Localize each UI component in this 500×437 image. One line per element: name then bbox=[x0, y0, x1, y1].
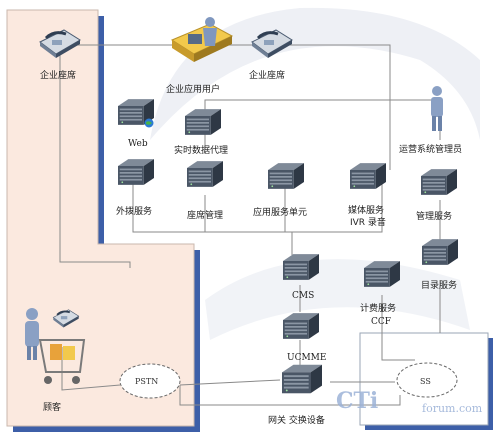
directory-server-icon bbox=[422, 239, 458, 265]
label-ivr-recording: IVR 录音 bbox=[350, 216, 386, 228]
label-ops-admin: 运营系统管理员 bbox=[399, 143, 462, 155]
label-management-service: 管理服务 bbox=[416, 210, 452, 222]
web-server-icon bbox=[118, 99, 154, 128]
label-realtime-proxy: 实时数据代理 bbox=[174, 144, 228, 156]
label-customer: 顾客 bbox=[43, 401, 61, 413]
admin-person-icon bbox=[431, 86, 443, 131]
label-app-service-unit: 应用服务单元 bbox=[253, 206, 307, 218]
outbound-server-icon bbox=[118, 159, 154, 185]
watermark-sub: forum.com bbox=[422, 402, 483, 415]
label-ss: SS bbox=[420, 377, 431, 386]
user-at-desk-icon bbox=[170, 17, 234, 62]
label-billing-service: 计费服务 bbox=[360, 302, 396, 314]
label-ccf: CCF bbox=[371, 317, 391, 327]
background-swoosh-2 bbox=[205, 259, 470, 340]
pstn-cloud-icon bbox=[119, 363, 181, 399]
label-pstn: PSTN bbox=[135, 377, 158, 386]
ss-cloud-icon bbox=[396, 362, 458, 398]
connectors bbox=[59, 44, 441, 406]
customer-icon bbox=[25, 308, 86, 384]
gateway-server-icon bbox=[282, 364, 322, 394]
label-enterprise-seat-left: 企业座席 bbox=[40, 69, 76, 81]
label-enterprise-seat-right: 企业座席 bbox=[249, 69, 285, 81]
management-server-icon bbox=[421, 169, 457, 195]
label-gateway-switch: 网关 交换设备 bbox=[268, 414, 325, 426]
customer-zone bbox=[6, 9, 195, 427]
media-service-server-icon bbox=[350, 163, 386, 189]
realtime-proxy-server-icon bbox=[185, 109, 221, 135]
app-service-server-icon bbox=[268, 163, 304, 189]
label-media-service: 媒体服务 bbox=[348, 204, 384, 216]
label-directory-service: 目录服务 bbox=[421, 279, 457, 291]
background-swoosh bbox=[150, 7, 480, 141]
cms-server-icon bbox=[283, 254, 319, 280]
label-enterprise-app-user: 企业应用用户 bbox=[166, 83, 220, 95]
label-seat-management: 座席管理 bbox=[187, 209, 223, 221]
label-cms: CMS bbox=[292, 291, 314, 301]
watermark-logo: CTi bbox=[336, 388, 378, 414]
billing-server-icon bbox=[364, 261, 400, 287]
seat-management-server-icon bbox=[187, 161, 223, 187]
label-outbound-service: 外拨服务 bbox=[116, 205, 152, 217]
label-ucmme: UCMME bbox=[287, 353, 326, 363]
label-web: Web bbox=[128, 139, 148, 149]
ucmme-server-icon bbox=[283, 313, 319, 339]
